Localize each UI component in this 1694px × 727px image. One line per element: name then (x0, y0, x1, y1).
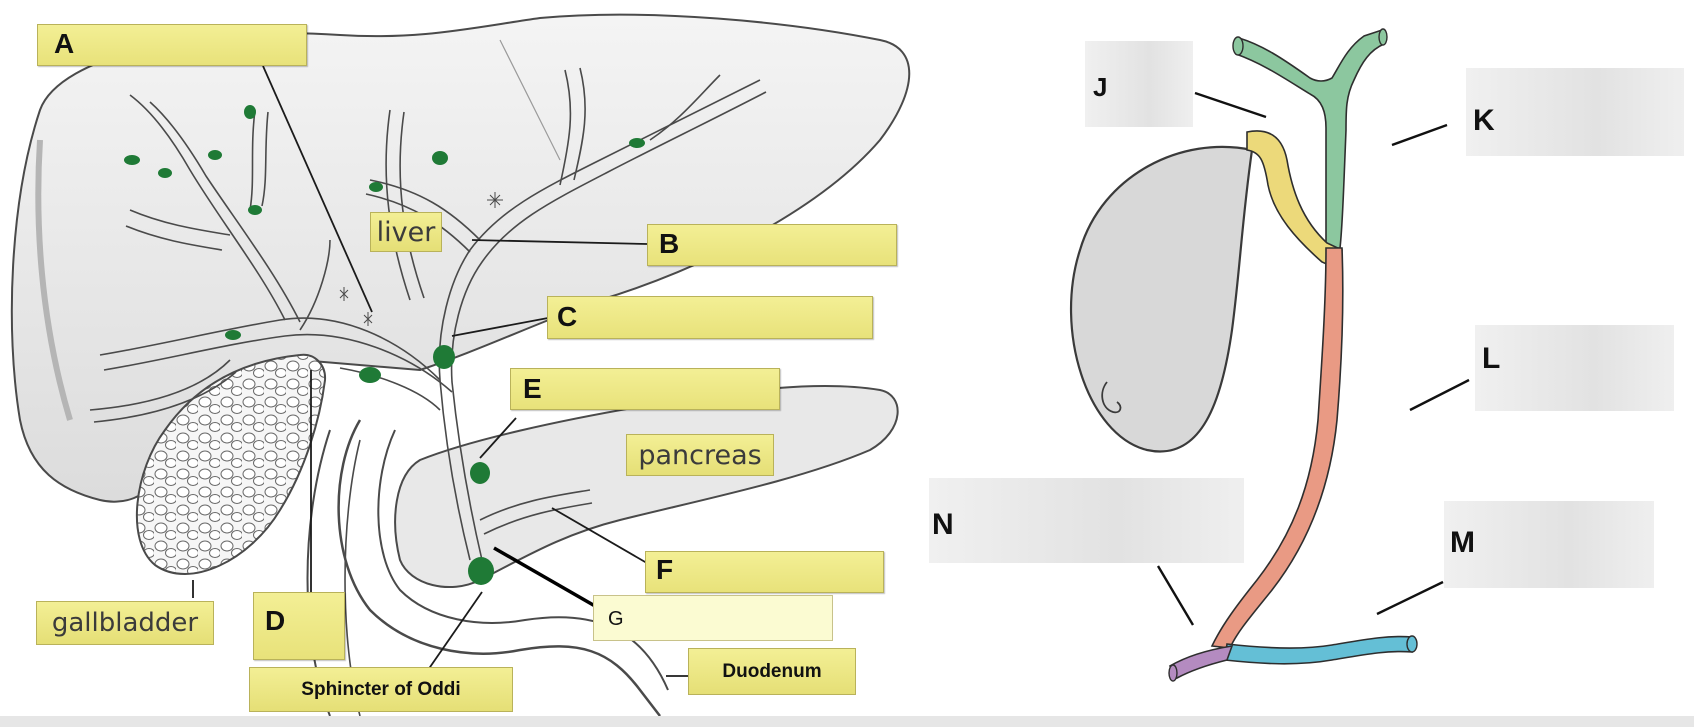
label-letter-e: E (523, 373, 542, 404)
label-box-e[interactable] (510, 368, 780, 410)
gallbladder-outline (135, 353, 327, 575)
sphincter-of-oddi-label: Sphincter of Oddi (249, 667, 513, 712)
liver-pancreas-drawing (10, 13, 911, 716)
label-box-k[interactable] (1466, 68, 1684, 156)
label-box-m[interactable] (1444, 501, 1654, 588)
label-box-a[interactable] (37, 24, 307, 66)
duct-schematic-drawing (1069, 28, 1470, 682)
label-letter-f: F (656, 554, 674, 585)
duodenum-label: Duodenum (688, 648, 856, 695)
label-letter-c: C (557, 301, 578, 332)
pancreatic-duct (1224, 635, 1413, 665)
label-letter-g: G (608, 608, 624, 630)
pancreas-label: pancreas (626, 434, 774, 476)
label-box-j[interactable] (1085, 41, 1193, 127)
bile-duct-junction-marks (339, 192, 503, 326)
label-box-n[interactable] (929, 478, 1244, 563)
biliary-duct-schematic: J K L M N (922, 0, 1694, 716)
label-letter-a: A (54, 28, 75, 59)
duodenum-outline (337, 419, 661, 716)
gallbladder-label: gallbladder (36, 601, 214, 645)
label-box-b[interactable] (647, 224, 897, 266)
liver-label: liver (370, 212, 442, 252)
hepatic-duct (1235, 28, 1385, 249)
label-box-d[interactable] (253, 592, 345, 660)
label-letter-n: N (932, 508, 954, 541)
ampulla (1168, 644, 1234, 680)
green-nodules (124, 105, 645, 585)
label-letter-j: J (1093, 72, 1108, 102)
schematic-leader-lines (1156, 91, 1470, 626)
label-letter-l: L (1482, 342, 1501, 375)
leader-lines (192, 65, 688, 677)
biliary-anatomy-illustration: A B C E F D G liver pancreas gallbladder… (10, 13, 911, 716)
label-box-f[interactable] (645, 551, 884, 593)
label-letter-m: M (1450, 526, 1475, 559)
label-letter-k: K (1473, 104, 1495, 137)
bottom-margin (0, 716, 1694, 727)
label-box-l[interactable] (1475, 325, 1674, 411)
label-box-g[interactable] (593, 595, 833, 641)
gallbladder-shape (1069, 145, 1254, 453)
bile-duct-tree (89, 67, 767, 561)
label-box-c[interactable] (547, 296, 873, 339)
leader-line-g (493, 546, 596, 608)
label-letter-b: B (659, 228, 680, 259)
label-letter-d: D (265, 605, 286, 636)
